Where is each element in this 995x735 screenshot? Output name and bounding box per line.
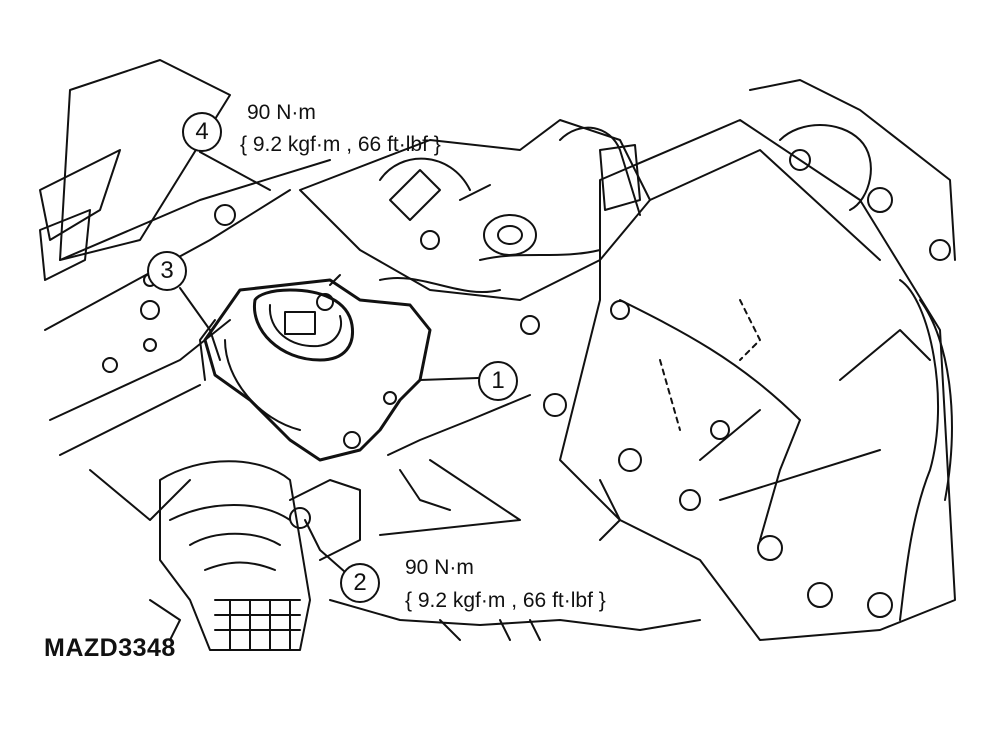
transmission-case <box>520 79 956 641</box>
callout-2: 2 <box>340 563 380 603</box>
callout-3: 3 <box>147 251 187 291</box>
leader-lines <box>179 151 531 573</box>
upper-engine-components <box>299 119 651 301</box>
figure-code: MAZD3348 <box>44 634 176 662</box>
torque-top-converted: { 9.2 kgf·m , 66 ft·lbf } <box>240 133 441 156</box>
lower-drive-assembly <box>149 460 701 651</box>
callout-1: 1 <box>478 361 518 401</box>
torque-top-value: 90 N·m <box>247 101 316 124</box>
callout-4: 4 <box>182 112 222 152</box>
torque-bottom-converted: { 9.2 kgf·m , 66 ft·lbf } <box>405 589 606 612</box>
engine-mount-bracket <box>199 274 432 462</box>
torque-bottom-value: 90 N·m <box>405 556 474 579</box>
